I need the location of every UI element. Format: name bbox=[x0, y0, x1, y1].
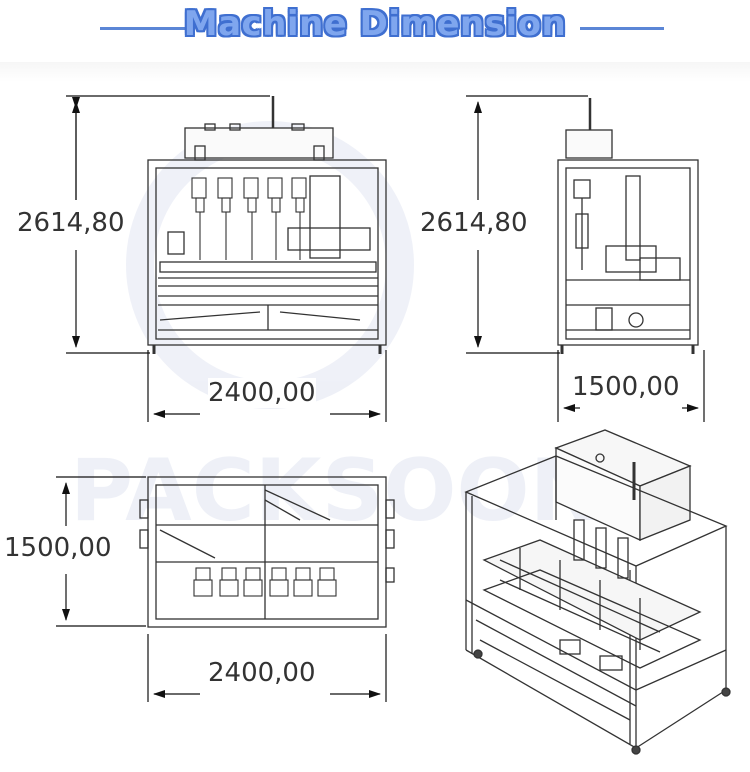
header-rule-right bbox=[580, 27, 664, 30]
top-view-drawing bbox=[139, 476, 395, 628]
watermark: PACKSOON bbox=[70, 121, 602, 541]
page-title: Machine Dimension bbox=[183, 4, 567, 44]
top-width-label: 2400,00 bbox=[208, 658, 316, 688]
isometric-view-drawing bbox=[464, 429, 731, 755]
side-width-label: 1500,00 bbox=[572, 372, 680, 402]
top-view-dimensions bbox=[56, 476, 387, 702]
front-view-dimensions bbox=[66, 95, 387, 422]
front-view-drawing bbox=[147, 96, 387, 354]
watermark-text: PACKSOON bbox=[70, 441, 602, 541]
front-width-label: 2400,00 bbox=[208, 378, 316, 408]
front-height-label: 2614,80 bbox=[17, 208, 125, 238]
header-rule-left bbox=[100, 27, 188, 30]
side-view-drawing bbox=[557, 98, 699, 354]
top-depth-label: 1500,00 bbox=[4, 533, 112, 563]
side-height-label: 2614,80 bbox=[420, 208, 528, 238]
side-view-dimensions bbox=[466, 95, 705, 422]
header-band bbox=[0, 62, 750, 82]
